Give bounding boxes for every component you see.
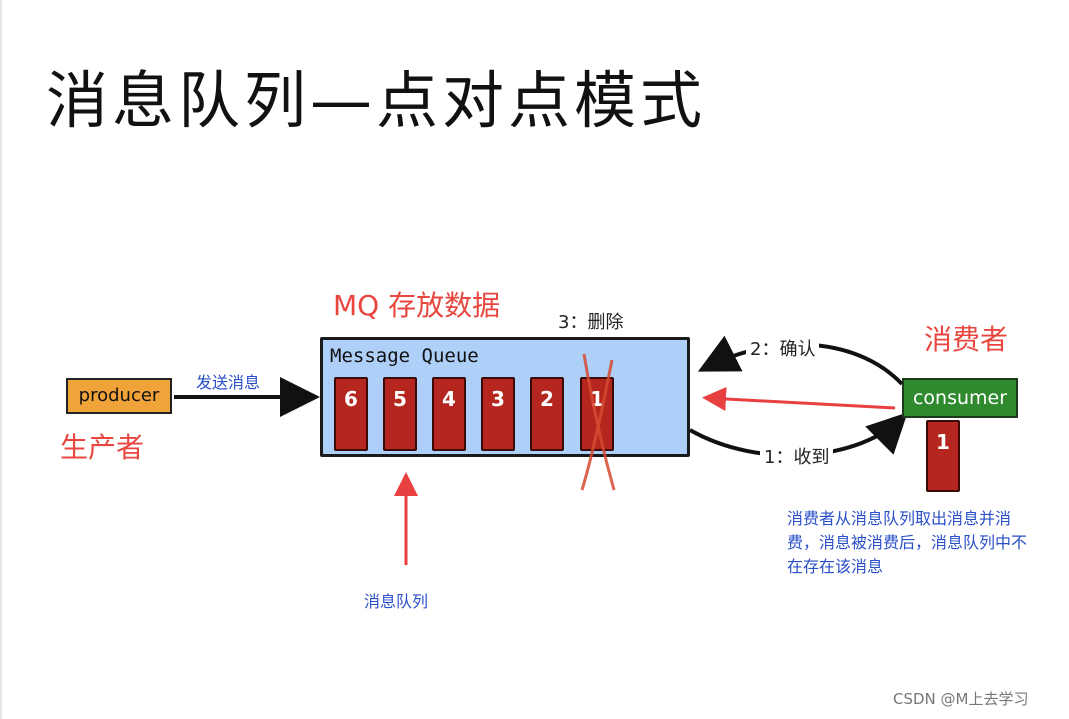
producer-node: producer — [66, 378, 172, 414]
consumer-note-line: 费，消息被消费后，消息队列中不 — [787, 533, 1028, 552]
consumer-note: 消费者从消息队列取出消息并消 费，消息被消费后，消息队列中不 在存在该消息 — [787, 507, 1027, 579]
send-message-label: 发送消息 — [196, 373, 261, 392]
queue-message: 6 — [334, 377, 368, 451]
consumer-note-line: 在存在该消息 — [787, 557, 884, 576]
message-queue-title: Message Queue — [330, 345, 479, 367]
queue-message: 5 — [383, 377, 417, 451]
consumer-note-line: 消费者从消息队列取出消息并消 — [787, 509, 1012, 528]
consumer-role-label: 消费者 — [924, 323, 1009, 356]
queue-message: 3 — [481, 377, 515, 451]
delete-cross-icon — [580, 353, 616, 491]
consumed-message: 1 — [926, 420, 960, 492]
page-title: 消息队列—点对点模式 — [46, 64, 707, 137]
watermark: CSDN @M上去学习 — [893, 690, 1029, 708]
consumer-node: consumer — [902, 378, 1018, 418]
mq-store-label: MQ 存放数据 — [333, 289, 501, 322]
queue-message: 2 — [530, 377, 564, 451]
red-pointer-arrow — [702, 386, 896, 411]
receive-label: 1：收到 — [760, 441, 834, 471]
page-left-border — [0, 0, 2, 719]
confirm-label: 2：确认 — [746, 333, 820, 363]
producer-role-label: 生产者 — [60, 431, 145, 464]
queue-caption: 消息队列 — [364, 592, 429, 611]
queue-message: 4 — [432, 377, 466, 451]
delete-step-label: 3：删除 — [558, 312, 624, 333]
